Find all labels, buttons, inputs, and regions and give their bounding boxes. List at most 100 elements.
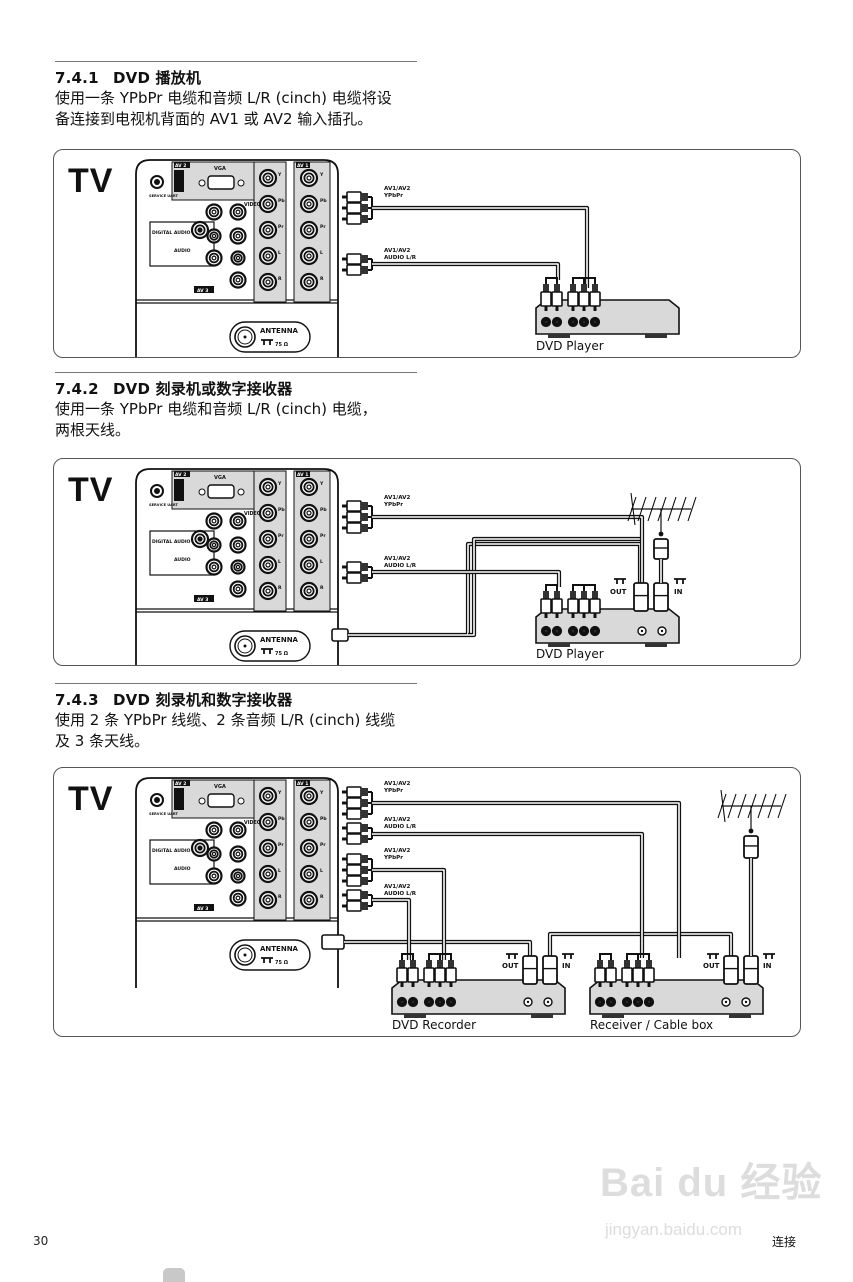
antenna-label: ANTENNA [260, 945, 299, 953]
antenna-icon [717, 789, 787, 834]
rca-plug [342, 522, 372, 534]
av1-label: AV 1 [297, 781, 308, 787]
jack-label: Pr [320, 224, 326, 230]
av2-tag [174, 170, 184, 192]
jack-label: R [278, 585, 282, 591]
digital-audio-label: DIGITAL AUDIO [152, 539, 191, 545]
av3-label: AV 3 [197, 288, 208, 294]
rf-out-label: OUT [610, 588, 627, 596]
antenna-symbol-icon [763, 953, 775, 959]
dvd-recorder [391, 979, 566, 1018]
service-label: SERVICE UART [149, 194, 178, 198]
rf-in-label: IN [674, 588, 683, 596]
body-line: 使用一条 YPbPr 电缆和音频 L/R (cinch) 电缆将设 [55, 89, 392, 107]
antenna-label: ANTENNA [260, 636, 299, 644]
jack-label: Y [277, 172, 282, 178]
cable-label-line2: YPbPr [383, 193, 403, 199]
cable-label-line2: AUDIO L/R [384, 563, 417, 569]
section-divider [55, 61, 417, 62]
rca-plug [589, 284, 601, 311]
rca-plug [643, 960, 655, 987]
page-number: 30 [33, 1234, 49, 1248]
jack-label: Pb [320, 816, 327, 822]
audio-out-label: AUDIO [174, 866, 191, 872]
jack-label: Pb [320, 198, 327, 204]
jack-label: Y [277, 790, 282, 796]
digital-audio-label: DIGITAL AUDIO [152, 848, 191, 854]
jack-label: Y [319, 790, 324, 796]
body-line: 备连接到电视机背面的 AV1 或 AV2 输入插孔。 [55, 110, 373, 128]
av1-label: AV 1 [297, 163, 308, 169]
section-title: DVD 刻录机或数字接收器 [113, 380, 293, 398]
antenna-symbol-icon [707, 953, 719, 959]
rca-plug [567, 284, 579, 311]
ohm-label: 75 Ω [275, 342, 289, 348]
cable-label-line2: YPbPr [383, 502, 403, 508]
rca-plug [342, 822, 372, 834]
chapter-name: 连接 [772, 1235, 797, 1249]
rca-plug [540, 591, 552, 618]
jack-label: R [320, 276, 324, 282]
audio-cable [372, 261, 561, 280]
antenna-symbol-icon [261, 339, 273, 345]
body-line: 两根天线。 [55, 421, 131, 439]
jack-label: R [278, 276, 282, 282]
jack-label: R [278, 894, 282, 900]
jack-label: Pr [320, 533, 326, 539]
device-label: DVD Player [536, 647, 604, 661]
jack-label: L [320, 868, 323, 874]
rca-plug [407, 960, 419, 987]
jack-label: L [320, 559, 323, 565]
coax-plug [522, 955, 538, 985]
rca-plug [567, 591, 579, 618]
jack-label: R [320, 585, 324, 591]
jack-label: Pr [278, 842, 284, 848]
watermark-brand: Bai du 经验 [600, 1161, 823, 1205]
antenna-symbol-icon [562, 953, 574, 959]
video-label: VIDEO [244, 202, 261, 208]
cable-label-line2: AUDIO L/R [384, 891, 417, 897]
jack-label: Pb [278, 507, 285, 513]
section-number: 7.4.1 [55, 69, 99, 87]
jack-label: Pb [278, 816, 285, 822]
rca-plug [342, 900, 372, 912]
rca-plug [342, 797, 372, 809]
ypbpr-cable [372, 514, 645, 591]
rca-plug [445, 960, 457, 987]
section-body: 使用一条 YPbPr 电缆和音频 L/R (cinch) 电缆， 两根天线。 [55, 399, 425, 441]
jack-label: Pr [278, 533, 284, 539]
av2-label: AV 2 [175, 163, 186, 169]
rca-plug [342, 875, 372, 887]
rf-in-label: IN [562, 962, 571, 970]
antenna-symbol-icon [261, 957, 273, 963]
rf-out-label: OUT [703, 962, 720, 970]
audio-cable-recorder [372, 897, 412, 960]
coax-plug [723, 955, 739, 985]
cable-label-line1: AV1/AV2 [384, 186, 410, 192]
cable-label-line2: YPbPr [383, 855, 403, 861]
rca-plug [342, 833, 372, 845]
jack-label: Y [319, 172, 324, 178]
rca-plug [342, 853, 372, 865]
cable-label-line2: AUDIO L/R [384, 824, 417, 830]
rca-plug [342, 500, 372, 512]
coax-plug [653, 582, 669, 612]
cable-label-line1: AV1/AV2 [384, 848, 410, 854]
rca-plug [605, 960, 617, 987]
device-label: DVD Recorder [392, 1018, 477, 1032]
antenna-icon [627, 492, 697, 537]
vga-port [207, 793, 235, 808]
cable-label-line1: AV1/AV2 [384, 817, 410, 823]
jack-label: Pr [278, 224, 284, 230]
cable-label-line1: AV1/AV2 [384, 495, 410, 501]
coax-plug [633, 582, 649, 612]
rca-plug [342, 561, 372, 573]
rca-plug [551, 284, 563, 311]
rca-plug [396, 960, 408, 987]
